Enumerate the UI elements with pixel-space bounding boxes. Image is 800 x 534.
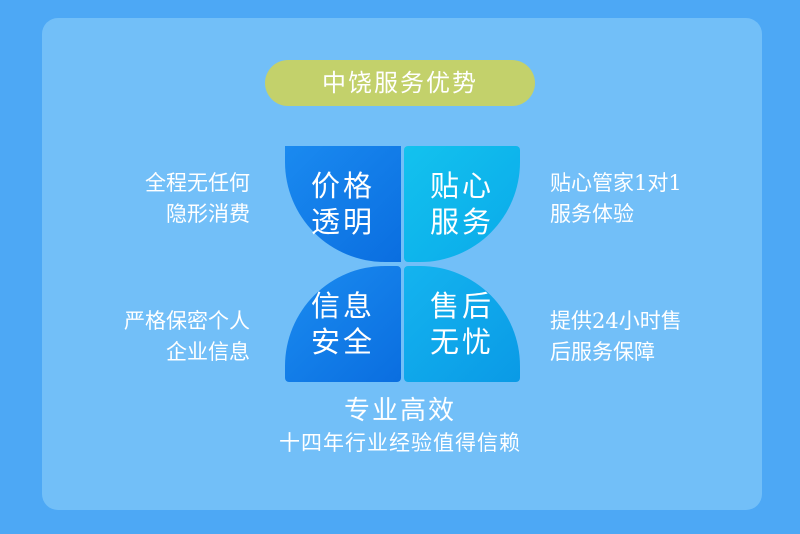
feature-line: 严格保密个人 — [124, 309, 250, 333]
bottom-subheading: 十四年行业经验值得信赖 — [279, 431, 521, 455]
petal-line: 价格 — [310, 169, 375, 203]
feature-line: 服务体验 — [550, 202, 634, 226]
bottom-heading: 专业高效 — [343, 396, 456, 426]
feature-line: 后服务保障 — [550, 340, 655, 364]
petal-line: 贴心 — [429, 169, 494, 203]
feature-text-butler-service: 贴心管家1对1 服务体验 — [550, 168, 682, 230]
feature-line: 全程无任何 — [145, 171, 250, 195]
petal-line: 售后 — [429, 289, 494, 323]
feature-text-confidentiality: 严格保密个人 企业信息 — [90, 306, 250, 368]
feature-text-after-sales: 提供24小时售 后服务保障 — [550, 306, 682, 368]
feature-line: 提供24小时售 — [550, 309, 682, 333]
feature-line: 隐形消费 — [166, 202, 250, 226]
petal-line: 安全 — [310, 325, 375, 359]
feature-line: 贴心管家1对1 — [550, 171, 682, 195]
petal-line: 信息 — [310, 289, 375, 323]
petal-line: 透明 — [310, 205, 375, 239]
petal-line: 无忧 — [429, 325, 494, 359]
petal-line: 服务 — [429, 205, 494, 239]
feature-line: 企业信息 — [166, 340, 250, 364]
feature-text-no-hidden-fees: 全程无任何 隐形消费 — [100, 168, 250, 230]
section-title: 中饶服务优势 — [265, 60, 535, 106]
